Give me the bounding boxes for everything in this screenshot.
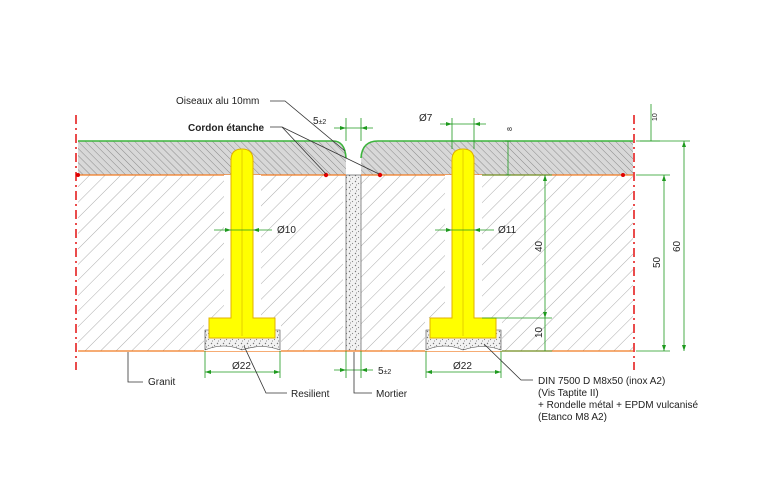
dim-gap-top: 5±2 bbox=[313, 116, 326, 127]
dim-forty: 40 bbox=[534, 240, 545, 252]
leader-lines bbox=[127, 100, 533, 394]
dim-dia11: Ø11 bbox=[498, 225, 517, 236]
dim-dia7: Ø7 bbox=[419, 113, 433, 124]
dim-fifty: 50 bbox=[652, 256, 663, 268]
spec-line-1: DIN 7500 D M8x50 (inox A2) bbox=[538, 376, 665, 387]
dim-dia22-left: Ø22 bbox=[232, 361, 251, 372]
bolt-right bbox=[429, 148, 497, 339]
label-mortier: Mortier bbox=[376, 389, 408, 400]
dim-ten-top: 10 bbox=[652, 113, 659, 121]
spec-line-4: (Etanco M8 A2) bbox=[538, 412, 607, 423]
label-cordon-etanche: Cordon étanche bbox=[188, 123, 265, 134]
dimension-arrows bbox=[205, 122, 686, 374]
dim-eight: 8 bbox=[507, 127, 514, 131]
dim-dia22-right: Ø22 bbox=[453, 361, 472, 372]
screw-specification: DIN 7500 D M8x50 (inox A2) (Vis Taptite … bbox=[538, 376, 699, 423]
dim-ten-low: 10 bbox=[534, 326, 545, 338]
spec-line-3: + Rondelle métal + EPDM vulcanisé bbox=[538, 400, 699, 411]
dim-dia10: Ø10 bbox=[277, 225, 296, 236]
label-granit: Granit bbox=[148, 377, 175, 388]
dim-gap-bottom: 5±2 bbox=[378, 366, 391, 377]
dim-sixty: 60 bbox=[672, 240, 683, 252]
label-resilient: Resilient bbox=[291, 389, 330, 400]
mortar-joint bbox=[345, 174, 362, 352]
spec-line-2: (Vis Taptite II) bbox=[538, 388, 599, 399]
label-oiseaux: Oiseaux alu 10mm bbox=[176, 96, 259, 107]
aluminium-top-layer bbox=[78, 141, 633, 175]
bolt-left bbox=[208, 148, 276, 339]
